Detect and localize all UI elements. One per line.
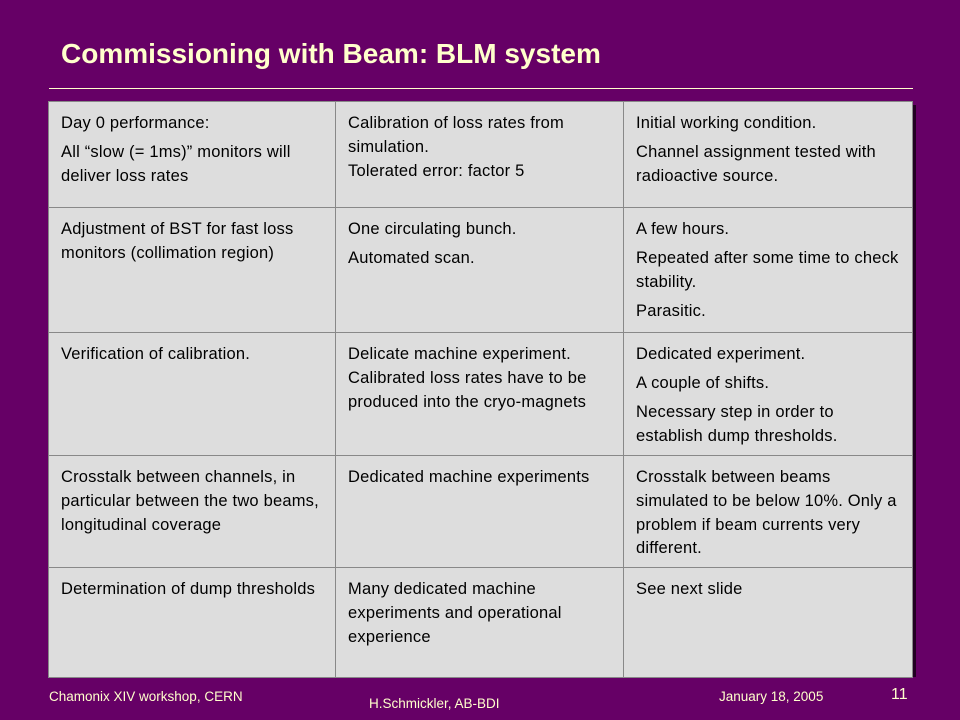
cell-line: Crosstalk between channels, in particula… [61,467,319,534]
table-cell-method: Dedicated machine experiments [335,454,624,569]
cell-line: Initial working condition. [636,114,817,132]
table-cell-task: Day 0 performance: All “slow (= 1ms)” mo… [48,101,336,208]
cell-line: Many dedicated machine experiments and o… [348,580,562,647]
table-row: Determination of dump thresholds Many de… [48,567,913,679]
footer-event: Chamonix XIV workshop, CERN [49,689,243,704]
table-cell-task: Adjustment of BST for fast loss monitors… [48,207,336,333]
table-cell-method: Calibration of loss rates from simulatio… [335,101,624,208]
table-row: Adjustment of BST for fast loss monitors… [48,207,913,333]
table-cell-task: Determination of dump thresholds [48,567,336,679]
cell-line: Repeated after some time to check stabil… [636,248,899,291]
cell-line: Necessary step in order to establish dum… [636,402,838,445]
cell-line: Calibration of loss rates from simulatio… [348,114,564,156]
cell-line: Determination of dump thresholds [61,580,316,599]
cell-line: Dedicated machine experiments [348,467,590,486]
table-row: Day 0 performance: All “slow (= 1ms)” mo… [48,101,913,208]
table-cell-notes: Initial working condition. Channel assig… [623,101,913,208]
cell-line: Tolerated error: factor 5 [348,161,525,180]
footer-author: H.Schmickler, AB-BDI [369,696,500,711]
table-cell-notes: A few hours. Repeated after some time to… [623,207,913,333]
table-cell-notes: See next slide [623,567,913,679]
cell-line: Day 0 performance: [61,114,210,132]
cell-line: One circulating bunch. [348,220,517,238]
slide-title: Commissioning with Beam: BLM system [61,38,601,69]
cell-line: Adjustment of BST for fast loss monitors… [61,220,294,262]
table-cell-method: Many dedicated machine experiments and o… [335,567,624,679]
cell-line: Channel assignment tested with radioacti… [636,142,876,185]
table-cell-notes: Dedicated experiment. A couple of shifts… [623,332,913,456]
footer-date: January 18, 2005 [719,689,824,704]
table-row: Verification of calibration. Delicate ma… [48,332,913,456]
table-cell-task: Crosstalk between channels, in particula… [48,454,336,569]
cell-line: Crosstalk between beams simulated to be … [636,467,897,558]
cell-line: Verification of calibration. [61,345,251,363]
cell-line: All “slow (= 1ms)” monitors will deliver… [61,142,291,185]
cell-line: See next slide [636,580,743,599]
table-cell-method: One circulating bunch. Automated scan. [335,207,624,333]
table-row: Crosstalk between channels, in particula… [48,454,913,569]
cell-line: Dedicated experiment. [636,345,806,363]
cell-line: A couple of shifts. [636,373,770,392]
cell-line: A few hours. [636,220,730,238]
table-cell-task: Verification of calibration. [48,332,336,456]
cell-line: Parasitic. [636,301,706,320]
table-cell-method: Delicate machine experiment. Calibrated … [335,332,624,456]
cell-line: Delicate machine experiment. Calibrated … [348,345,587,411]
cell-line: Automated scan. [348,248,475,267]
page-number: 11 [891,686,908,703]
table-cell-notes: Crosstalk between beams simulated to be … [623,454,913,569]
title-divider [49,88,913,89]
commissioning-table: Day 0 performance: All “slow (= 1ms)” mo… [48,101,913,679]
